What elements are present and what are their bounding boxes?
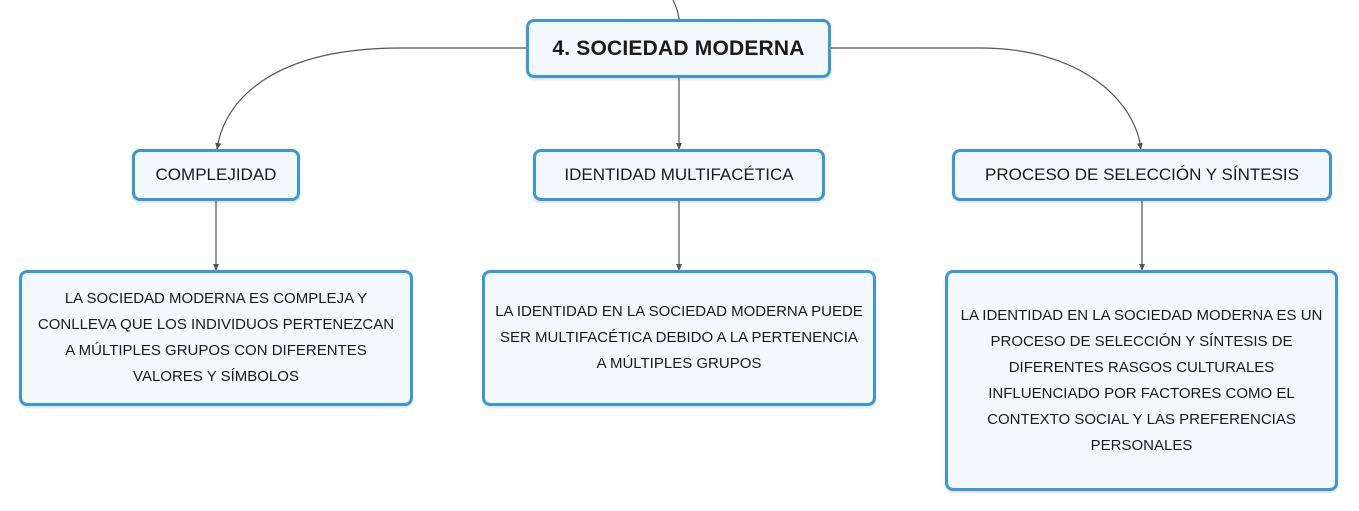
detail-node-text: LA SOCIEDAD MODERNA ES COMPLEJA Y CONLLE… bbox=[37, 290, 395, 385]
detail-node-text: LA IDENTIDAD EN LA SOCIEDAD MODERNA ES U… bbox=[960, 306, 1323, 454]
arrow-proceso-detail bbox=[1139, 264, 1145, 271]
topic-node-label: COMPLEJIDAD bbox=[155, 165, 277, 184]
connector-incoming bbox=[672, 0, 680, 20]
topic-node-proceso-seleccion-sintesis[interactable]: PROCESO DE SELECCIÓN Y SÍNTESIS bbox=[952, 149, 1332, 201]
detail-node-complejidad[interactable]: LA SOCIEDAD MODERNA ES COMPLEJA Y CONLLE… bbox=[19, 270, 413, 406]
detail-node-identidad[interactable]: LA IDENTIDAD EN LA SOCIEDAD MODERNA PUED… bbox=[482, 270, 876, 406]
arrow-root-proceso bbox=[1136, 142, 1143, 150]
detail-node-text: LA IDENTIDAD EN LA SOCIEDAD MODERNA PUED… bbox=[495, 303, 863, 372]
connector-root-complejidad bbox=[216, 47, 526, 150]
arrow-identidad-detail bbox=[676, 264, 682, 271]
topic-node-complejidad[interactable]: COMPLEJIDAD bbox=[132, 149, 300, 201]
detail-node-proceso[interactable]: LA IDENTIDAD EN LA SOCIEDAD MODERNA ES U… bbox=[945, 270, 1338, 491]
root-node-label: 4. SOCIEDAD MODERNA bbox=[552, 36, 805, 60]
arrow-complejidad-detail bbox=[213, 264, 219, 271]
arrow-root-complejidad bbox=[215, 142, 222, 150]
topic-node-identidad-multifacetica[interactable]: IDENTIDAD MULTIFACÉTICA bbox=[533, 149, 825, 201]
arrow-root-identidad bbox=[676, 143, 682, 150]
topic-node-label: IDENTIDAD MULTIFACÉTICA bbox=[564, 165, 794, 184]
topic-node-label: PROCESO DE SELECCIÓN Y SÍNTESIS bbox=[985, 165, 1299, 184]
connector-root-proceso bbox=[831, 47, 1142, 150]
root-node-sociedad-moderna[interactable]: 4. SOCIEDAD MODERNA bbox=[526, 19, 831, 78]
